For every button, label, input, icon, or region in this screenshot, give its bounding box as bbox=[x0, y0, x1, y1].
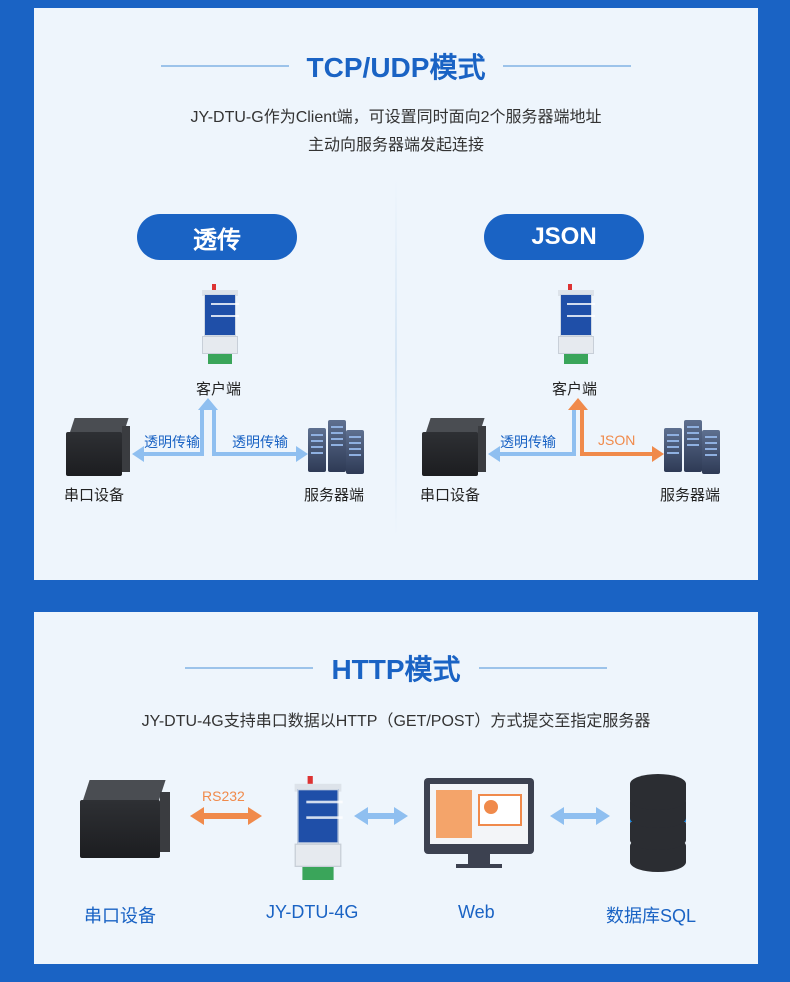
right-arrow-label-1: 透明传输 bbox=[500, 434, 556, 450]
title-line-left bbox=[185, 667, 314, 669]
tcp-title: TCP/UDP模式 bbox=[306, 52, 486, 83]
dtu-device-icon bbox=[292, 776, 344, 885]
column-divider bbox=[395, 178, 397, 538]
tcp-title-row: TCP/UDP模式 bbox=[34, 46, 758, 86]
server-label: 服务器端 bbox=[304, 487, 365, 504]
tcp-desc-line2: 主动向服务器端发起连接 bbox=[307, 137, 484, 154]
node-serial-label: 串口设备 bbox=[84, 906, 156, 926]
serial-device-icon bbox=[66, 418, 130, 478]
left-arrow-label-2: 透明传输 bbox=[232, 434, 288, 450]
server-icon bbox=[662, 416, 722, 476]
web-db-arrow bbox=[550, 807, 610, 825]
left-transfer-arrows bbox=[132, 398, 308, 462]
serial-device-icon bbox=[80, 780, 172, 860]
right-transfer-arrows bbox=[488, 398, 664, 462]
database-icon bbox=[630, 774, 686, 872]
title-line-right bbox=[478, 667, 607, 669]
tcp-desc-line1: JY-DTU-G作为Client端，可设置同时面向2个服务器端地址 bbox=[190, 109, 602, 126]
left-arrow-label-1: 透明传输 bbox=[144, 434, 200, 450]
dtu-web-arrow bbox=[354, 807, 408, 825]
http-desc: JY-DTU-4G支持串口数据以HTTP（GET/POST）方式提交至指定服务器 bbox=[141, 713, 651, 730]
rs232-label: RS232 bbox=[202, 788, 245, 804]
http-panel: HTTP模式 JY-DTU-4G支持串口数据以HTTP（GET/POST）方式提… bbox=[34, 612, 758, 964]
node-db-label: 数据库SQL bbox=[606, 906, 697, 926]
dtu-device-icon bbox=[200, 284, 240, 368]
node-web-label: Web bbox=[458, 902, 495, 922]
http-title-row: HTTP模式 bbox=[34, 648, 758, 688]
serial-device-label: 串口设备 bbox=[64, 487, 125, 504]
client-label: 客户端 bbox=[196, 381, 242, 398]
serial-device-label: 串口设备 bbox=[420, 487, 481, 504]
serial-device-icon bbox=[422, 418, 486, 478]
server-label: 服务器端 bbox=[660, 487, 721, 504]
rs232-arrow bbox=[190, 807, 262, 825]
node-dtu-label: JY-DTU-4G bbox=[266, 902, 359, 922]
server-icon bbox=[306, 416, 366, 476]
transparent-mode-pill: 透传 bbox=[137, 214, 297, 260]
client-label: 客户端 bbox=[552, 381, 598, 398]
web-monitor-icon bbox=[424, 778, 534, 878]
title-line-left bbox=[160, 65, 289, 67]
right-arrow-label-2: JSON bbox=[598, 432, 636, 448]
dtu-device-icon bbox=[556, 284, 596, 368]
json-mode-pill: JSON bbox=[484, 214, 644, 260]
tcp-udp-panel: TCP/UDP模式 JY-DTU-G作为Client端，可设置同时面向2个服务器… bbox=[34, 8, 758, 580]
title-line-right bbox=[503, 65, 632, 67]
http-title: HTTP模式 bbox=[331, 654, 461, 685]
